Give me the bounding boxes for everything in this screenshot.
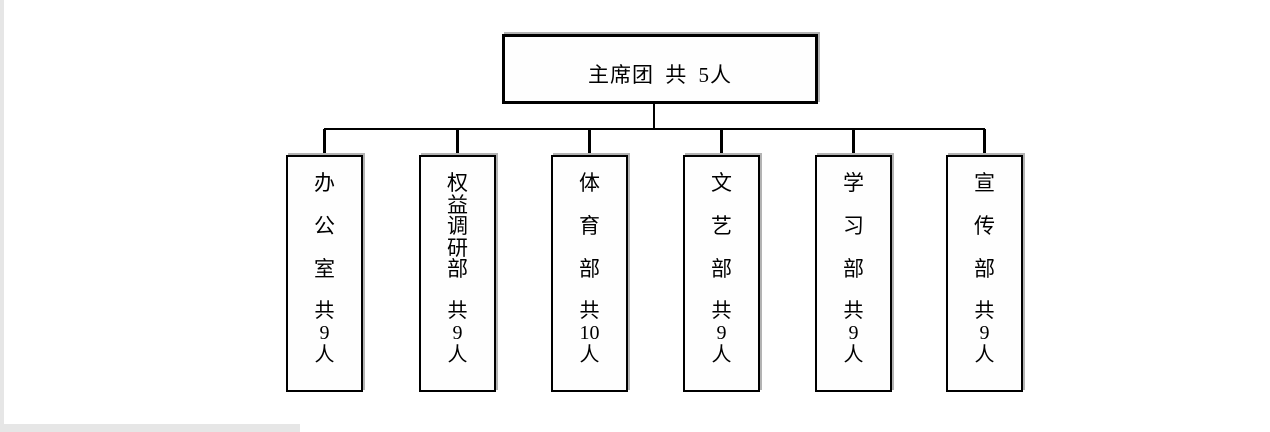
dept-name: 办公室 bbox=[314, 173, 335, 280]
dept-count-label: 共 bbox=[447, 300, 468, 322]
dept-name-char: 部 bbox=[974, 257, 995, 281]
dept-count-label: 共 bbox=[579, 300, 600, 322]
connector-bus bbox=[324, 128, 985, 130]
connector-drop bbox=[456, 129, 459, 155]
dept-node-4[interactable]: 文艺部 共 9 人 bbox=[683, 155, 760, 392]
dept-name-char: 部 bbox=[711, 257, 732, 281]
root-node-presidium[interactable]: 主席团 共 5人 bbox=[502, 34, 818, 104]
connector-drop bbox=[983, 129, 986, 155]
dept-name-char: 育 bbox=[579, 214, 600, 238]
dept-name-char: 调 bbox=[447, 214, 468, 238]
dept-count-value: 9 bbox=[716, 322, 727, 344]
dept-count-unit: 人 bbox=[579, 344, 600, 366]
page-edge-bottom bbox=[0, 424, 300, 432]
connector-drop bbox=[852, 129, 855, 155]
dept-name: 宣传部 bbox=[974, 173, 995, 280]
dept-name: 文艺部 bbox=[711, 173, 732, 280]
dept-count-value: 9 bbox=[452, 322, 463, 344]
dept-name-char: 部 bbox=[843, 257, 864, 281]
dept-count-unit: 人 bbox=[843, 344, 864, 366]
dept-count: 共 10 人 bbox=[580, 300, 600, 366]
dept-name-char: 习 bbox=[843, 214, 864, 238]
dept-name-char: 传 bbox=[974, 214, 995, 238]
dept-count: 共 9 人 bbox=[975, 300, 995, 366]
dept-count-value: 9 bbox=[979, 322, 990, 344]
connector-drop bbox=[588, 129, 591, 155]
dept-node-2[interactable]: 权益调研部 共 9 人 bbox=[419, 155, 496, 392]
connector-drop bbox=[323, 129, 326, 155]
dept-name-char: 部 bbox=[447, 257, 468, 281]
dept-count-label: 共 bbox=[314, 300, 335, 322]
dept-node-3[interactable]: 体育部 共 10 人 bbox=[551, 155, 628, 392]
dept-count-label: 共 bbox=[843, 300, 864, 322]
dept-node-5[interactable]: 学习部 共 9 人 bbox=[815, 155, 892, 392]
dept-name-char: 办 bbox=[314, 171, 335, 195]
connector-stem bbox=[653, 104, 655, 129]
dept-name-char: 艺 bbox=[711, 214, 732, 238]
dept-count-unit: 人 bbox=[314, 344, 335, 366]
root-node-label: 主席团 共 5人 bbox=[588, 63, 732, 87]
dept-count-value: 9 bbox=[319, 322, 330, 344]
dept-name-char: 学 bbox=[843, 171, 864, 195]
dept-name: 学习部 bbox=[843, 173, 864, 280]
dept-count: 共 9 人 bbox=[315, 300, 335, 366]
dept-name-char: 益 bbox=[447, 192, 468, 217]
dept-count-value: 9 bbox=[848, 322, 859, 344]
dept-name-char: 文 bbox=[711, 171, 732, 195]
dept-count-label: 共 bbox=[974, 300, 995, 322]
dept-name-char: 研 bbox=[447, 235, 468, 260]
dept-count-unit: 人 bbox=[974, 344, 995, 366]
dept-name-char: 体 bbox=[579, 171, 600, 195]
dept-name: 体育部 bbox=[579, 173, 600, 280]
dept-count-label: 共 bbox=[711, 300, 732, 322]
dept-name-char: 部 bbox=[579, 257, 600, 281]
dept-name-char: 宣 bbox=[974, 171, 995, 195]
dept-count-value: 10 bbox=[579, 322, 600, 344]
dept-name-char: 公 bbox=[314, 214, 335, 238]
dept-count: 共 9 人 bbox=[448, 300, 468, 366]
dept-count-unit: 人 bbox=[447, 344, 468, 366]
dept-name-char: 权 bbox=[447, 171, 468, 195]
dept-name: 权益调研部 bbox=[447, 173, 468, 280]
connector-drop bbox=[720, 129, 723, 155]
dept-count: 共 9 人 bbox=[844, 300, 864, 366]
dept-name-char: 室 bbox=[314, 257, 335, 281]
page-edge-left bbox=[0, 0, 4, 424]
dept-count: 共 9 人 bbox=[712, 300, 732, 366]
dept-node-1[interactable]: 办公室 共 9 人 bbox=[286, 155, 363, 392]
dept-node-6[interactable]: 宣传部 共 9 人 bbox=[946, 155, 1023, 392]
dept-count-unit: 人 bbox=[711, 344, 732, 366]
